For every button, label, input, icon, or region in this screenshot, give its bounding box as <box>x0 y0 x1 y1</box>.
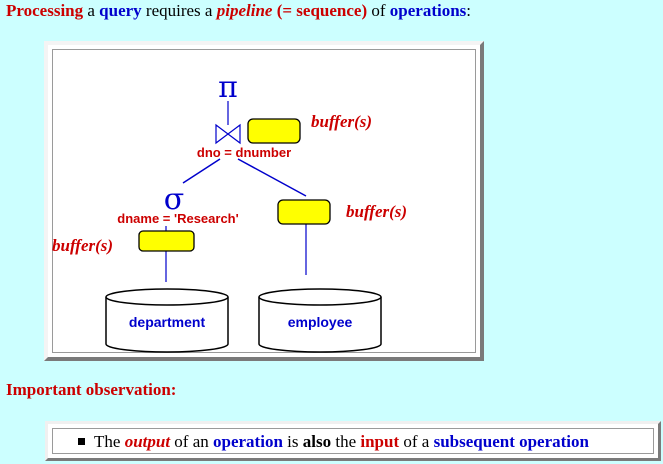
headline-colon: : <box>466 1 472 20</box>
bullet-icon <box>78 437 85 445</box>
buffer-join <box>247 118 301 144</box>
headline-operations: operations <box>389 1 467 20</box>
observation-heading: Important observation: <box>6 380 177 399</box>
observation-inner-border <box>52 428 654 454</box>
obs-t3: of an <box>170 432 214 451</box>
headline-text-3: of <box>367 1 390 20</box>
obs-operation: operation <box>213 432 283 451</box>
headline: Processing a query requires a pipeline (… <box>6 0 471 22</box>
table-department-label: department <box>129 314 206 330</box>
headline-query: query <box>99 1 142 20</box>
obs-output: output <box>124 432 171 451</box>
selection-symbol: σ <box>164 182 184 217</box>
table-employee-label: employee <box>288 314 353 330</box>
query-plan-diagram: π dno = dnumber buffer(s) σ dname = 'Res… <box>52 70 407 353</box>
buffer-label-join: buffer(s) <box>311 112 372 131</box>
headline-text-1: a <box>83 1 100 20</box>
buffer-label-department: buffer(s) <box>52 236 113 255</box>
table-employee-cylinder: employee <box>258 288 382 353</box>
projection-symbol: π <box>218 70 238 105</box>
query-plan-figure: π dno = dnumber buffer(s) σ dname = 'Res… <box>44 41 484 361</box>
headline-processing: Processing <box>6 1 84 20</box>
edge-join-to-select <box>182 158 221 184</box>
headline-text-2: requires a <box>141 1 217 20</box>
edge-join-to-employee <box>237 158 307 197</box>
obs-t9: of a <box>399 432 434 451</box>
join-icon <box>215 123 241 145</box>
observation-box: The output of an operation is also the i… <box>45 421 661 461</box>
join-condition-label: dno = dnumber <box>197 145 291 160</box>
table-department-cylinder: department <box>105 288 229 353</box>
obs-subsequent-operation: subsequent operation <box>433 432 589 451</box>
buffer-label-employee: buffer(s) <box>346 202 407 221</box>
select-condition-label: dname = 'Research' <box>117 211 238 226</box>
buffer-employee <box>277 199 331 225</box>
headline-sequence: (= sequence) <box>272 1 368 20</box>
figure-inner-border <box>52 49 476 353</box>
observation-text: The output of an operation is also the i… <box>78 432 589 452</box>
obs-also: also <box>302 432 332 451</box>
obs-t5: is <box>282 432 303 451</box>
obs-input: input <box>360 432 400 451</box>
obs-t7: the <box>331 432 361 451</box>
obs-t1: The <box>94 432 125 451</box>
buffer-department <box>138 230 195 252</box>
headline-pipeline: pipeline <box>216 1 273 20</box>
